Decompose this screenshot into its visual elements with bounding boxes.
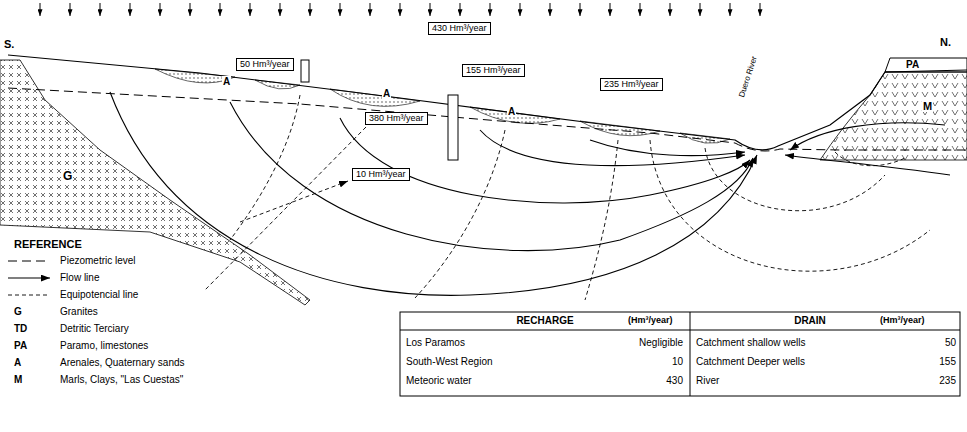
piezometric-level: [8, 88, 967, 151]
balance-table-grid: [400, 312, 960, 396]
legend-text: Piezometric level: [60, 255, 136, 266]
legend-code: PA: [14, 340, 27, 351]
table-cell: 10: [672, 356, 683, 367]
table-header: RECHARGE: [516, 315, 573, 326]
table-cell: Meteoric water: [406, 375, 472, 386]
legend-text: Flow line: [60, 272, 99, 283]
flow-value: 430 Hm³/year: [432, 23, 487, 33]
unit-code: A: [507, 106, 516, 117]
table-cell: Los Paramos: [406, 337, 465, 348]
unit-code: M: [922, 100, 933, 112]
flow-value-box: 235 Hm³/year: [600, 78, 663, 91]
flow-value-box: 380 Hm³/year: [365, 112, 428, 125]
legend-code: TD: [14, 323, 27, 334]
legend-heading: REFERENCE: [14, 238, 82, 250]
flow-value-box: 50 Hm³/year: [236, 58, 294, 71]
table-cell: 235: [939, 375, 956, 386]
flow-value: 235 Hm³/year: [604, 79, 659, 89]
table-cell: 430: [666, 375, 683, 386]
legend-text: Marls, Clays, "Las Cuestas": [60, 374, 183, 385]
southwest-recharge-arrow: [240, 181, 348, 222]
flow-lines: [110, 92, 950, 295]
legend-text: Detritic Terciary: [60, 323, 129, 334]
flow-value: 155 Hm³/year: [466, 65, 521, 75]
unit-code: G: [62, 170, 73, 183]
rain-arrows: [40, 3, 760, 16]
flow-value: 10 Hm³/year: [356, 169, 406, 179]
ground-surface: [8, 55, 967, 150]
table-cell: Negligible: [639, 337, 683, 348]
legend-code: G: [14, 306, 22, 317]
table-cell: 50: [945, 337, 956, 348]
table-header: (Hm³/year): [880, 316, 925, 326]
legend-text: Granites: [60, 306, 98, 317]
legend-code: A: [14, 357, 21, 368]
flow-value: 380 Hm³/year: [369, 113, 424, 123]
legend-samples: [8, 261, 50, 295]
table-cell: River: [696, 375, 719, 386]
flow-value-box: 155 Hm³/year: [462, 64, 525, 77]
table-cell: 155: [939, 356, 956, 367]
flow-value-box: 430 Hm³/year: [428, 22, 491, 35]
legend-code: M: [14, 374, 22, 385]
flow-value: 50 Hm³/year: [240, 59, 290, 69]
legend-text: Paramo, limestones: [60, 340, 148, 351]
unit-code: PA: [905, 59, 920, 70]
flow-value-box: 10 Hm³/year: [352, 168, 410, 181]
legend-text: Equipotencial line: [60, 289, 138, 300]
table-header: (Hm³/year): [628, 316, 673, 326]
river-name: Duero River: [738, 55, 760, 98]
table-cell: Catchment shallow wells: [696, 337, 806, 348]
deep-well: [448, 95, 458, 160]
table-cell: South-West Region: [406, 356, 493, 367]
equipotential-lines: [205, 95, 930, 300]
unit-code: A: [222, 76, 231, 87]
unit-code: A: [382, 88, 391, 99]
table-cell: Catchment Deeper wells: [696, 356, 805, 367]
granite-body: [0, 60, 310, 305]
direction-label: S.: [4, 38, 14, 50]
table-header: DRAIN: [794, 315, 826, 326]
shallow-well: [301, 60, 309, 82]
direction-label: N.: [940, 36, 951, 48]
legend-text: Arenales, Quaternary sands: [60, 357, 185, 368]
